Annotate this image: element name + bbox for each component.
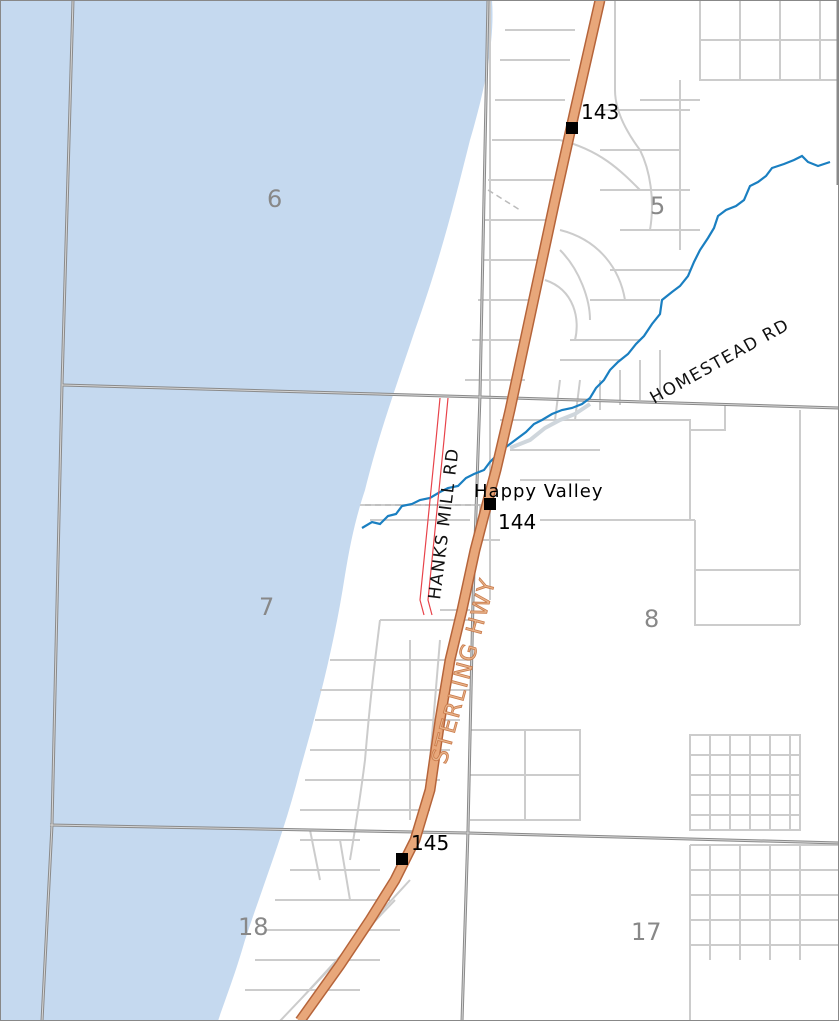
section-label-8: 8 (644, 605, 659, 633)
dashed-boundary-upper (487, 189, 521, 211)
milepost-143-marker (566, 122, 578, 134)
milepost-145-marker (396, 853, 408, 865)
milepost-144-marker (484, 498, 496, 510)
milepost-143-label: 143 (581, 100, 619, 124)
section-label-7: 7 (259, 593, 274, 621)
water-body (0, 0, 493, 1021)
milepost-144-label: 144 (498, 510, 536, 534)
place-label-happy-valley: Happy Valley (474, 481, 603, 502)
stream-line (361, 154, 831, 529)
sterling-highway (296, 0, 604, 1021)
section-lines (40, 0, 839, 1021)
section-label-6: 6 (267, 185, 282, 213)
section-label-5: 5 (650, 192, 665, 220)
hanks-mill-road-line (419, 397, 449, 616)
section-label-18: 18 (238, 913, 269, 941)
section-label-17: 17 (631, 918, 662, 946)
stream-bank (509, 402, 592, 450)
milepost-145-label: 145 (411, 831, 449, 855)
